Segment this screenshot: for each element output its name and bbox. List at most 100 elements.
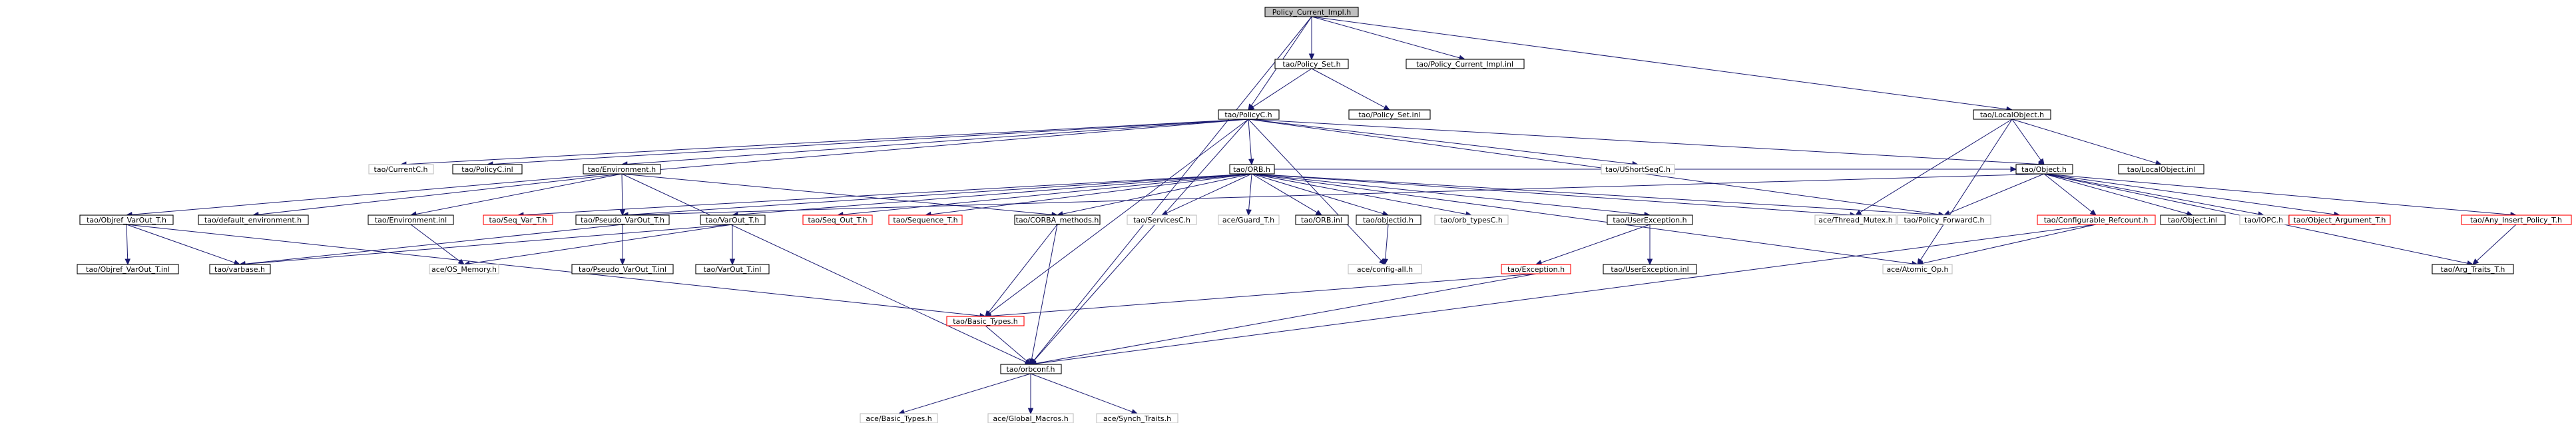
edge-arrowhead bbox=[1029, 358, 1035, 366]
graph-node-ace-synch-traits-h[interactable]: ace/Synch_Traits.h bbox=[1096, 413, 1178, 423]
graph-node-tao-seq-var-t-h[interactable]: tao/Seq_Var_T.h bbox=[483, 214, 553, 225]
node-label: tao/VarOut_T.inl bbox=[704, 265, 762, 274]
graph-node-tao-policyc-h[interactable]: tao/PolicyC.h bbox=[1218, 109, 1280, 120]
graph-node-tao-ushortseqc-h[interactable]: tao/UShortSeqC.h bbox=[1601, 164, 1675, 175]
node-label: tao/Environment.inl bbox=[375, 216, 447, 224]
edge-arrowhead bbox=[1247, 104, 1255, 111]
node-box bbox=[368, 164, 434, 175]
node-box bbox=[1601, 164, 1675, 175]
node-box bbox=[2037, 214, 2156, 225]
graph-node-tao-policy-forwardc-h[interactable]: tao/Policy_ForwardC.h bbox=[1897, 214, 1991, 225]
node-label: tao/Environment.h bbox=[588, 165, 656, 174]
graph-node-tao-objectid-h[interactable]: tao/objectid.h bbox=[1356, 214, 1421, 225]
node-box bbox=[1348, 109, 1431, 120]
graph-node-ace-basic-types-h[interactable]: ace/Basic_Types.h bbox=[860, 413, 938, 423]
graph-node-tao-exception-h[interactable]: tao/Exception.h bbox=[1501, 264, 1571, 274]
edge-corba_methods_h-to-basic_types_tao_h bbox=[988, 224, 1058, 313]
graph-node-tao-objref-varout-t-inl[interactable]: tao/Objref_VarOut_T.inl bbox=[77, 264, 179, 274]
node-label: tao/Object.inl bbox=[2168, 216, 2217, 224]
graph-node-tao-object-inl[interactable]: tao/Object.inl bbox=[2160, 214, 2226, 225]
edge-userexception_h-to-exception_h bbox=[1541, 224, 1651, 263]
edge-arrowhead bbox=[619, 209, 626, 216]
graph-node-tao-any-insert-policy-t-h[interactable]: tao/Any_Insert_Policy_T.h bbox=[2461, 214, 2572, 225]
graph-node-tao-seq-out-t-h[interactable]: tao/Seq_Out_T.h bbox=[802, 214, 873, 225]
edge-orb_h-to-varout_h bbox=[737, 173, 1252, 215]
edge-corba_methods_h-to-orbconf_h bbox=[1031, 224, 1058, 360]
graph-node-tao-environment-inl[interactable]: tao/Environment.inl bbox=[368, 214, 454, 225]
graph-node-ace-thread-mutex-h[interactable]: ace/Thread_Mutex.h bbox=[1814, 214, 1897, 225]
graph-node-tao-policy-set-inl[interactable]: tao/Policy_Set.inl bbox=[1348, 109, 1431, 120]
graph-node-tao-iopc-h[interactable]: tao/IOPC.h bbox=[2239, 214, 2289, 225]
node-label: tao/UShortSeqC.h bbox=[1605, 165, 1671, 174]
node-label: tao/Policy_Current_Impl.inl bbox=[1416, 60, 1513, 69]
edge-varout_h-to-varbase_h bbox=[244, 224, 733, 264]
graph-node-tao-arg-traits-t-h[interactable]: tao/Arg_Traits_T.h bbox=[2432, 264, 2514, 274]
graph-node-tao-sequence-t-h[interactable]: tao/Sequence_T.h bbox=[888, 214, 963, 225]
graph-node-tao-orb-inl[interactable]: tao/ORB.inl bbox=[1295, 214, 1349, 225]
graph-node-tao-policyc-inl[interactable]: tao/PolicyC.inl bbox=[452, 164, 523, 175]
graph-node-tao-servicesc-h[interactable]: tao/ServicesC.h bbox=[1127, 214, 1197, 225]
graph-node-ace-guard-t-h[interactable]: ace/Guard_T.h bbox=[1218, 214, 1280, 225]
graph-node-tao-localobject-inl[interactable]: tao/LocalObject.inl bbox=[2118, 164, 2204, 175]
node-label: tao/Policy_Set.inl bbox=[1358, 111, 1420, 119]
node-box bbox=[1501, 264, 1571, 274]
graph-node-tao-userexception-h[interactable]: tao/UserException.h bbox=[1607, 214, 1693, 225]
graph-node-tao-varbase-h[interactable]: tao/varbase.h bbox=[209, 264, 271, 274]
edge-policyc_h-to-currentc_h bbox=[405, 119, 1249, 165]
graph-node-tao-object-h[interactable]: tao/Object.h bbox=[2015, 164, 2073, 175]
node-box bbox=[1274, 59, 1349, 69]
graph-node-tao-varout-t-inl[interactable]: tao/VarOut_T.inl bbox=[695, 264, 770, 274]
node-label: tao/ORB.h bbox=[1233, 165, 1270, 174]
graph-node-tao-userexception-inl[interactable]: tao/UserException.inl bbox=[1603, 264, 1697, 274]
node-box bbox=[1295, 214, 1349, 225]
graph-node-tao-localobject-h[interactable]: tao/LocalObject.h bbox=[1973, 109, 2051, 120]
edge-arrowhead bbox=[1647, 258, 1653, 266]
node-box bbox=[2461, 214, 2572, 225]
graph-node-ace-global-macros-h[interactable]: ace/Global_Macros.h bbox=[987, 413, 1074, 423]
node-box bbox=[429, 264, 499, 274]
node-label: tao/Policy_ForwardC.h bbox=[1904, 216, 1984, 224]
graph-node-ace-os-memory-h[interactable]: ace/OS_Memory.h bbox=[429, 264, 499, 274]
graph-node-tao-pseudo-varout-t-inl[interactable]: tao/Pseudo_VarOut_T.inl bbox=[571, 264, 674, 274]
edge-arrowhead bbox=[125, 258, 130, 266]
edge-orb_h-to-pseudo_varout_h bbox=[627, 173, 1252, 215]
node-box bbox=[1096, 413, 1178, 423]
graph-node-tao-orb-h[interactable]: tao/ORB.h bbox=[1229, 164, 1275, 175]
edge-environment_inl-to-os_memory_h bbox=[410, 224, 460, 262]
graph-node-ace-atomic-op-h[interactable]: ace/Atomic_Op.h bbox=[1882, 264, 1953, 274]
graph-node-tao-object-argument-t-h[interactable]: tao/Object_Argument_T.h bbox=[2288, 214, 2391, 225]
edge-root-to-orbconf_h bbox=[1033, 16, 1312, 361]
edge-policyc_h-to-basic_types_tao_h bbox=[989, 119, 1249, 314]
edge-orb_h-to-corba_methods_h bbox=[1062, 173, 1252, 214]
edge-arrowhead bbox=[1943, 210, 1951, 216]
graph-node-tao-objref-varout-t-h[interactable]: tao/Objref_VarOut_T.h bbox=[79, 214, 174, 225]
edge-arrowhead bbox=[1383, 105, 1391, 111]
edge-exception_h-to-basic_types_tao_h bbox=[990, 273, 1537, 316]
edges-layer bbox=[125, 16, 2517, 415]
edge-object_h-to-any_insert_policy_h bbox=[2043, 173, 2511, 215]
graph-node-tao-configurable-refcount-h[interactable]: tao/Configurable_Refcount.h bbox=[2037, 214, 2156, 225]
graph-node-tao-corba-methods-h[interactable]: tao/CORBA_methods.h bbox=[1014, 214, 1101, 225]
graph-node-tao-pseudo-varout-t-h[interactable]: tao/Pseudo_VarOut_T.h bbox=[575, 214, 670, 225]
graph-node-tao-basic-types-h[interactable]: tao/Basic_Types.h bbox=[946, 316, 1025, 326]
node-label: ace/Guard_T.h bbox=[1222, 216, 1274, 224]
edge-orb_h-to-sequence_h bbox=[930, 173, 1252, 215]
graph-node-tao-orb-typesc-h[interactable]: tao/orb_typesC.h bbox=[1434, 214, 1509, 225]
graph-node-tao-currentc-h[interactable]: tao/CurrentC.h bbox=[368, 164, 434, 175]
graph-node-tao-environment-h[interactable]: tao/Environment.h bbox=[583, 164, 661, 175]
node-label: tao/objectid.h bbox=[1363, 216, 1414, 224]
graph-node-tao-policy-set-h[interactable]: tao/Policy_Set.h bbox=[1274, 59, 1349, 69]
node-label: ace/Synch_Traits.h bbox=[1103, 414, 1171, 423]
graph-node-tao-orbconf-h[interactable]: tao/orbconf.h bbox=[1000, 364, 1062, 374]
node-label: tao/UserException.inl bbox=[1611, 265, 1688, 274]
node-box bbox=[2118, 164, 2204, 175]
graph-node-tao-default-environment-h[interactable]: tao/default_environment.h bbox=[198, 214, 309, 225]
node-label: tao/varbase.h bbox=[214, 265, 265, 274]
graph-node-ace-config-all-h[interactable]: ace/config-all.h bbox=[1348, 264, 1422, 274]
node-label: tao/Pseudo_VarOut_T.inl bbox=[579, 265, 666, 274]
graph-node-tao-policy-current-impl-inl[interactable]: tao/Policy_Current_Impl.inl bbox=[1406, 59, 1525, 69]
graph-node-tao-varout-t-h[interactable]: tao/VarOut_T.h bbox=[700, 214, 766, 225]
edge-orb_h-to-seq_out_h bbox=[842, 173, 1252, 215]
edge-orb_h-to-objectid_h bbox=[1251, 173, 1384, 214]
edge-policyc_h-to-environment_h bbox=[627, 119, 1249, 165]
